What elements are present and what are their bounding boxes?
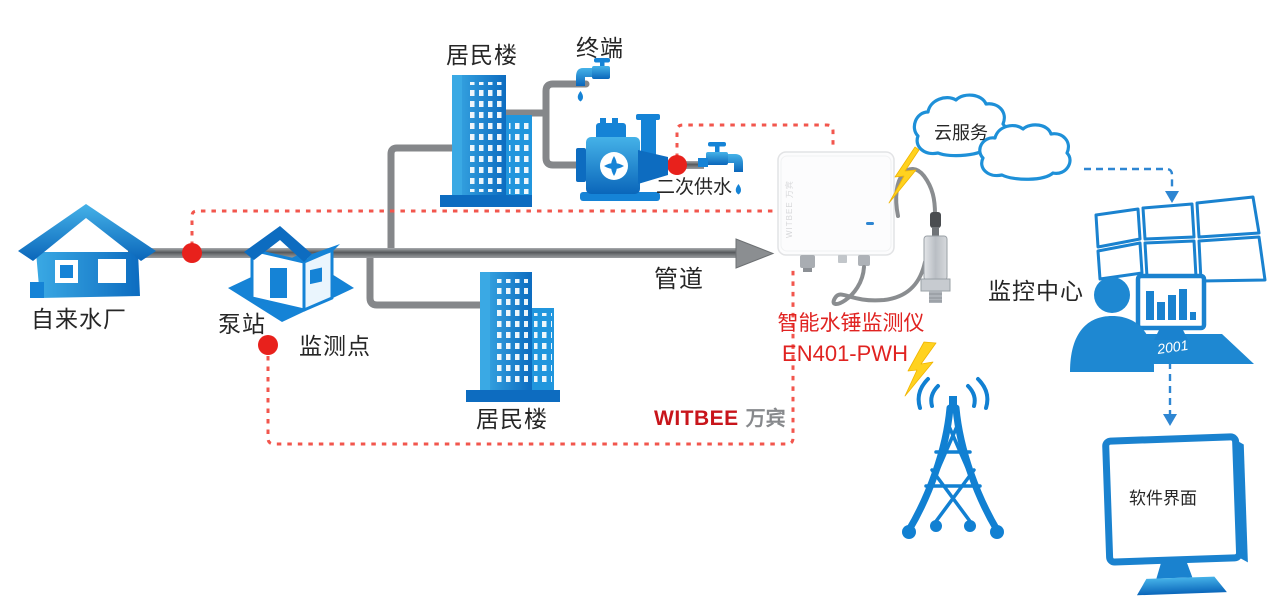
water-plant-icon <box>18 204 156 298</box>
label-pipeline: 管道 <box>654 266 704 293</box>
dash-monitor-point-to-device <box>266 270 795 446</box>
cloud-icons <box>912 93 1072 181</box>
label-cloud-service: 云服务 <box>934 123 988 143</box>
label-residential-bottom: 居民楼 <box>476 406 548 432</box>
cloud-small <box>978 123 1072 181</box>
brand-logo: WITBEE 万宾 <box>654 402 786 431</box>
monitoring-center-icon: 2001 <box>1070 195 1267 372</box>
bar-chart-icon <box>1146 289 1196 320</box>
device-led <box>866 222 874 225</box>
monitor-stand <box>1154 328 1188 340</box>
line-to-top-building <box>387 144 462 254</box>
label-software-ui: 软件界面 <box>1129 489 1197 508</box>
terminal-faucet-icon <box>576 58 610 102</box>
lightning-icon-top <box>888 146 920 204</box>
dash-pipe-point-to-device <box>190 209 776 246</box>
secondary-faucet-icon <box>698 142 743 195</box>
bracket-terminal-pump <box>542 80 590 169</box>
residential-building-bottom-icon <box>466 272 560 402</box>
blue-arrowheads <box>1163 191 1179 426</box>
red-dashed-links <box>190 123 835 446</box>
label-device-name: 智能水锤监测仪 <box>777 312 925 335</box>
water-drop <box>577 91 583 102</box>
person-head <box>1094 277 1130 313</box>
service-lines <box>366 80 590 309</box>
desk-script-text: 2001 <box>1155 337 1189 357</box>
label-water-plant: 自来水厂 <box>31 306 127 332</box>
dash-secondary-point-to-device <box>675 123 835 158</box>
comm-tower-icon <box>902 377 1004 539</box>
label-pump-station: 泵站 <box>218 311 266 337</box>
label-terminal: 终端 <box>576 35 624 61</box>
dash-cloud-to-wall <box>1084 167 1174 191</box>
device-side-text: WITBEE 万宾 <box>784 180 794 238</box>
software-monitor-icon <box>1102 433 1248 596</box>
person-body <box>1070 316 1154 372</box>
label-device-model: EN401-PWH <box>782 341 908 366</box>
secondary-pump-icon <box>576 114 668 201</box>
lightning-icons <box>888 146 937 397</box>
monitor-dot-secondary <box>667 155 687 175</box>
label-monitor-center: 监控中心 <box>988 278 1084 304</box>
line-to-bottom-building <box>366 252 486 309</box>
residential-building-top-icon <box>440 75 532 207</box>
pipeline-arrowhead <box>735 238 775 269</box>
device-icon: WITBEE 万宾 <box>777 151 895 272</box>
brand-logo-en: WITBEE <box>654 407 739 430</box>
monitor-dot-pumpstation <box>258 335 278 355</box>
blue-dashed-links <box>1084 167 1174 414</box>
brand-logo-cn: 万宾 <box>745 408 786 430</box>
label-secondary-supply: 二次供水 <box>656 177 733 198</box>
label-monitor-point: 监测点 <box>299 333 371 359</box>
pressure-sensor-icon <box>920 212 951 303</box>
monitoring-point-dots <box>182 155 687 355</box>
water-drop <box>735 184 741 195</box>
label-residential-top: 居民楼 <box>446 42 518 68</box>
pump-station-icon <box>228 226 354 322</box>
monitor-dot-pipe <box>182 243 202 263</box>
lightning-icon-bottom <box>904 341 937 397</box>
